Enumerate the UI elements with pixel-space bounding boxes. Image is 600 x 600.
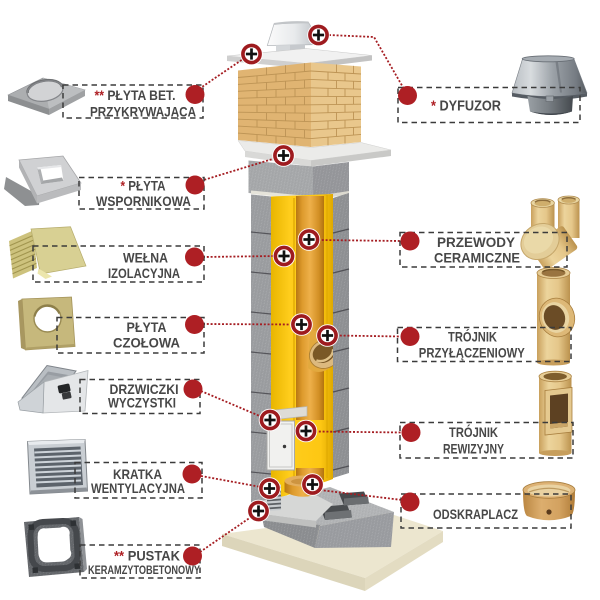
svg-text:* DYFUZOR: * DYFUZOR [431,98,501,115]
svg-text:KRATKA: KRATKA [113,466,162,482]
svg-text:CERAMICZNE: CERAMICZNE [434,250,520,266]
svg-text:** PŁYTA BET.: ** PŁYTA BET. [95,87,176,103]
svg-text:PŁYTA: PŁYTA [127,319,167,335]
svg-text:CZOŁOWA: CZOŁOWA [113,335,180,351]
svg-text:WENTYLACYJNA: WENTYLACYJNA [91,480,185,496]
svg-text:WYCZYSTKI: WYCZYSTKI [108,395,176,411]
svg-text:TRÓJNIK: TRÓJNIK [448,328,497,345]
svg-text:** PUSTAK: ** PUSTAK [114,548,180,564]
svg-text:PRZEWODY: PRZEWODY [437,234,516,250]
svg-text:IZOLACYJNA: IZOLACYJNA [108,265,180,281]
svg-text:TRÓJNIK: TRÓJNIK [449,423,498,440]
svg-text:KERAMZYTOBETONOWY: KERAMZYTOBETONOWY [88,565,200,577]
svg-text:* PŁYTA: * PŁYTA [121,178,166,194]
svg-text:WEŁNA: WEŁNA [123,250,168,266]
svg-text:WSPORNIKOWA: WSPORNIKOWA [96,193,191,209]
svg-text:PRZYŁĄCZENIOWY: PRZYŁĄCZENIOWY [419,345,526,361]
svg-text:DRZWICZKI: DRZWICZKI [110,381,179,397]
svg-text:PRZYKRYWAJĄCA: PRZYKRYWAJĄCA [90,104,196,120]
svg-text:ODSKRAPLACZ: ODSKRAPLACZ [433,506,518,522]
svg-text:REWIZYJNY: REWIZYJNY [443,441,504,457]
